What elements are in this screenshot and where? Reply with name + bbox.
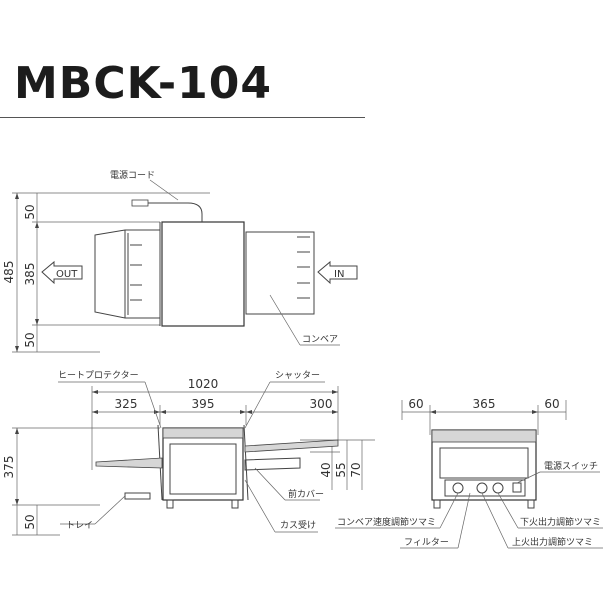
front-view-dimension-lines (91, 386, 339, 470)
dim-1020: 1020 (188, 377, 219, 391)
dim-395: 395 (192, 397, 215, 411)
front-cover-label: 前カバー (288, 488, 324, 500)
gas-receiver-label: カス受け (280, 519, 316, 531)
power-cord (131, 179, 203, 222)
oven-top-side (431, 429, 537, 443)
top-view: 50 485 385 50 OUT (2, 170, 358, 353)
lower-heat-knob-label: 下火出力調節ツマミ (520, 516, 601, 528)
dim-side-60-left: 60 (408, 397, 423, 411)
infeed-conveyor-front (244, 439, 339, 453)
conveyor-speed-knob-label: コンベア速度調節ツマミ (337, 516, 436, 528)
dim-385: 385 (23, 263, 37, 286)
oven-side-panel (439, 447, 529, 479)
infeed-conveyor (245, 231, 315, 315)
heat-protector-label: ヒートプロテクター (58, 370, 139, 381)
side-view-dimension-lines (401, 400, 567, 435)
top-view-dimension-lines (12, 192, 210, 353)
tray-label: トレイ (66, 521, 93, 531)
shutter-label: シャッター (275, 370, 320, 381)
dim-325: 325 (115, 397, 138, 411)
out-label: OUT (56, 269, 78, 280)
power-cord-label: 電源コード (110, 170, 155, 181)
oven-body-front (162, 427, 244, 501)
filter-label: フィルター (404, 537, 449, 548)
outfeed-tray-front (95, 457, 163, 469)
oven-front-panel (169, 443, 237, 495)
front-view: 1020 325 395 300 375 50 40 55 70 (2, 370, 375, 536)
title-underline (0, 117, 365, 118)
dim-55: 55 (334, 462, 348, 477)
control-panel (444, 479, 526, 497)
dim-top-50-upper: 50 (23, 204, 37, 219)
dim-365: 365 (473, 397, 496, 411)
dim-top-50-lower: 50 (23, 332, 37, 347)
dim-375: 375 (2, 456, 16, 479)
tray (124, 492, 151, 500)
page-title: MBCK-104 (14, 58, 272, 109)
dim-485: 485 (2, 261, 16, 284)
dim-front-50: 50 (23, 514, 37, 529)
side-leg-right (527, 499, 535, 509)
upper-heat-knob-label: 上火出力調節ツマミ (512, 536, 593, 548)
dim-70: 70 (349, 462, 363, 477)
leg-right (231, 499, 239, 509)
conveyor-rods-left (130, 244, 142, 301)
conveyor-label: コンベア (302, 335, 338, 345)
out-arrow (41, 260, 83, 285)
dim-300: 300 (310, 397, 333, 411)
leg-left (166, 499, 174, 509)
front-view-vertical-dims (12, 427, 160, 536)
conveyor-rods-right (297, 236, 310, 299)
side-view: 60 365 60 電源スイッチ コンベア速度調節ツマミ 下火出力調節ツマミ フ… (335, 397, 603, 549)
oven-body-top (161, 221, 245, 327)
in-arrow (317, 260, 358, 285)
oven-top-panel (162, 427, 244, 439)
dim-side-60-right: 60 (544, 397, 559, 411)
side-leg-left (433, 499, 441, 509)
power-switch-label: 電源スイッチ (544, 461, 598, 472)
front-cover (244, 457, 301, 471)
in-label: IN (334, 269, 344, 280)
dim-40: 40 (319, 462, 333, 477)
